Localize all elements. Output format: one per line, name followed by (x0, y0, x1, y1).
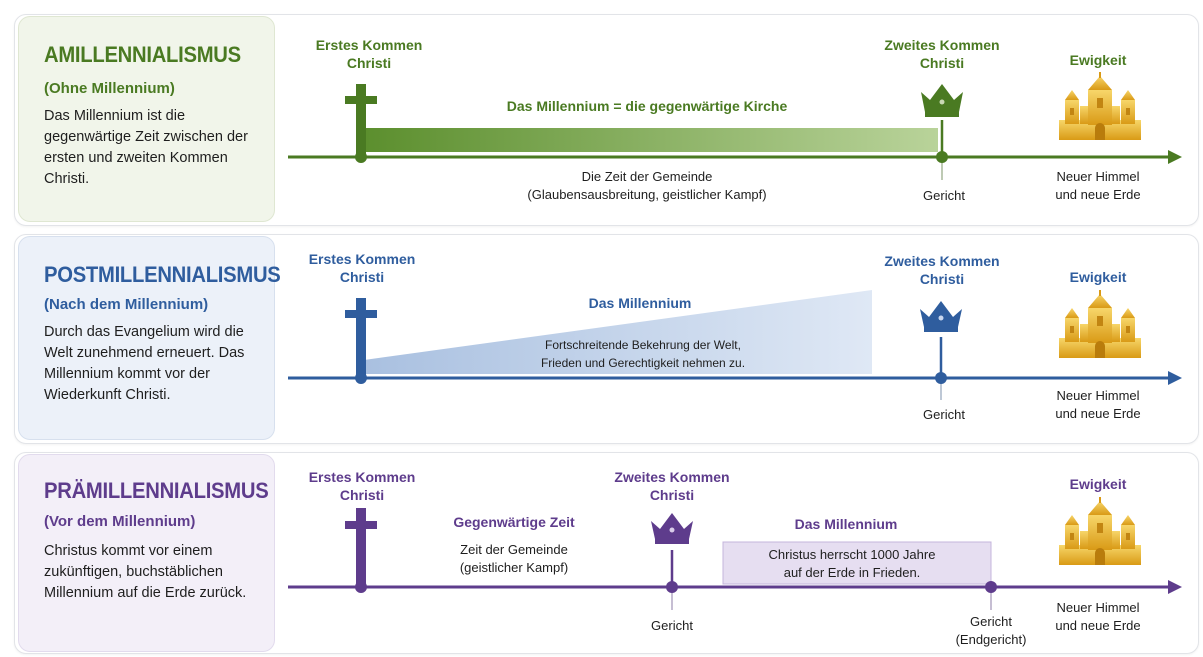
amill-description: Das Millennium ist die gegenwärtige Zeit… (44, 108, 248, 187)
amill-eternity-label: Ewigkeit (1069, 52, 1127, 68)
postmill-title: POSTMILLENNIALISMUS (44, 262, 281, 287)
postmill-sidebox (18, 236, 275, 440)
premill-second-coming-dot (666, 581, 678, 593)
premill-subtitle: (Vor dem Millennium) (44, 513, 196, 530)
postmill-first-coming-label: Erstes Kommen Christi (308, 251, 416, 285)
amill-timeline-arrow (1168, 150, 1182, 164)
amill-title: AMILLENNIALISMUS (44, 42, 241, 67)
premill-second-coming-label: Zweites Kommen Christi (614, 469, 730, 503)
postmill-band-label: Das Millennium (588, 295, 692, 311)
premill-millennium-label: Das Millennium (794, 516, 898, 532)
postmill-description: Durch das Evangelium wird die Welt zuneh… (44, 324, 245, 403)
premill-present-age-label: Gegenwärtige Zeit (453, 514, 575, 530)
amill-millennium-band (366, 128, 938, 152)
premill-final-judgment-dot (985, 581, 997, 593)
amill-judgment-label: Gericht (923, 188, 965, 203)
amill-second-coming-dot (936, 151, 948, 163)
amill-first-coming-label: Erstes Kommen Christi (315, 37, 423, 71)
amill-subtitle: (Ohne Millennium) (44, 80, 175, 97)
amill-band-label: Das Millennium = die gegenwärtige Kirche (506, 98, 788, 114)
postmill-judgment-label: Gericht (923, 407, 965, 422)
premill-description: Christus kommt vor einem zukünftigen, bu… (44, 543, 247, 601)
premill-eternity-label: Ewigkeit (1069, 476, 1127, 492)
crown-icon (651, 513, 693, 544)
amill-sidebox (18, 16, 275, 222)
golden-city-icon (1059, 497, 1141, 565)
premill-sidebox (18, 454, 275, 652)
premill-timeline-arrow (1168, 580, 1182, 594)
postmill-new-heaven-label: Neuer Himmel und neue Erde (1055, 388, 1141, 421)
premill-present-age-text: Zeit der Gemeinde (geistlicher Kampf) (459, 542, 569, 575)
premill-title: PRÄMILLENNIALISMUS (44, 478, 269, 503)
premill-final-judgment-label: Gericht (Endgericht) (955, 614, 1027, 647)
premill-millennium-box (722, 541, 992, 585)
amill-new-heaven-label: Neuer Himmel und neue Erde (1055, 169, 1141, 202)
postmill-subtitle: (Nach dem Millennium) (44, 296, 209, 313)
postmill-band-text: Fortschreitende Bekehrung der Welt, Frie… (540, 338, 746, 370)
premill-first-coming-label: Erstes Kommen Christi (308, 469, 416, 503)
premill-judgment-label: Gericht (651, 618, 693, 633)
amill-second-coming-label: Zweites Kommen Christi (884, 37, 1000, 71)
amill-period-text: Die Zeit der Gemeinde (Glaubensausbreitu… (527, 169, 767, 202)
postmill-second-coming-dot (935, 372, 947, 384)
cross-icon (345, 298, 377, 376)
crown-icon (921, 84, 963, 117)
cross-icon (345, 84, 377, 156)
premill-new-heaven-label: Neuer Himmel und neue Erde (1055, 600, 1141, 633)
postmill-second-coming-label: Zweites Kommen Christi (884, 253, 1000, 287)
postmill-timeline-arrow (1168, 371, 1182, 385)
postmill-millennium-band (364, 290, 872, 374)
premill-millennium-text: Christus herrscht 1000 Jahre auf der Erd… (768, 547, 936, 580)
crown-icon (920, 301, 962, 332)
postmill-eternity-label: Ewigkeit (1069, 269, 1127, 285)
cross-icon (345, 508, 377, 586)
